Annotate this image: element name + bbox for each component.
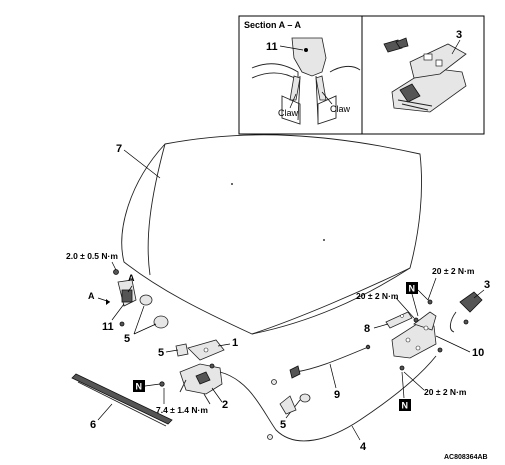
callout-2: 2: [222, 399, 228, 411]
callout-1: 1: [232, 337, 238, 349]
hood-panel: [121, 134, 422, 335]
torque-label-2: 7.4 ± 1.4 N·m: [156, 405, 208, 415]
claw-label-left: Claw: [278, 108, 299, 118]
callout-5-mid: 5: [158, 347, 164, 359]
callout-10: 10: [472, 347, 484, 359]
svg-text:N: N: [409, 284, 416, 294]
hood-lock-stay: [385, 311, 413, 329]
callout-8: 8: [364, 323, 370, 335]
hood-latch: [449, 291, 483, 333]
claw-label-right: Claw: [330, 104, 351, 114]
callout-6: 6: [90, 419, 96, 431]
torque-label-4: 20 ± 2 N·m: [356, 291, 399, 301]
callout-5-lower: 5: [280, 419, 286, 431]
callout-7: 7: [116, 143, 122, 155]
svg-text:N: N: [136, 382, 143, 392]
callout-5-left: 5: [124, 333, 130, 345]
hood-lock-assembly: [391, 311, 443, 371]
callout-3: 3: [484, 279, 490, 291]
left-hood-hinge: [113, 269, 169, 329]
n-badge-2: N: [406, 282, 418, 294]
torque-label-5: 20 ± 2 N·m: [424, 387, 467, 397]
inset-box: Section A – A 11 Claw Claw: [238, 15, 485, 135]
drawing-code: AC808364AB: [444, 454, 488, 461]
section-aa-drawing: [251, 37, 361, 125]
section-title: Section A – A: [244, 20, 302, 30]
n-badge-3: N: [399, 399, 411, 411]
svg-text:N: N: [402, 401, 409, 411]
torque-label-3: 20 ± 2 N·m: [432, 266, 475, 276]
support-rod-grommet: [299, 393, 311, 403]
n-badge-1: N: [133, 380, 145, 392]
hood-lock-release-handle: [175, 339, 225, 361]
section-callout-11: 11: [266, 41, 278, 53]
callout-4: 4: [360, 441, 367, 453]
section-mark-right: A: [128, 273, 135, 283]
hood-lock-release-lever: [179, 363, 223, 405]
callout-9: 9: [334, 389, 340, 401]
callout-11: 11: [102, 321, 114, 333]
hood-support-rod: [289, 344, 371, 379]
section-callout-3: 3: [456, 29, 462, 41]
torque-label-1: 2.0 ± 0.5 N·m: [66, 251, 118, 261]
latch-detail-drawing: [383, 37, 467, 113]
section-mark-left: A: [88, 291, 95, 301]
hood-weatherstrip: [71, 373, 173, 427]
hood-lock-release-cable: [219, 355, 437, 442]
